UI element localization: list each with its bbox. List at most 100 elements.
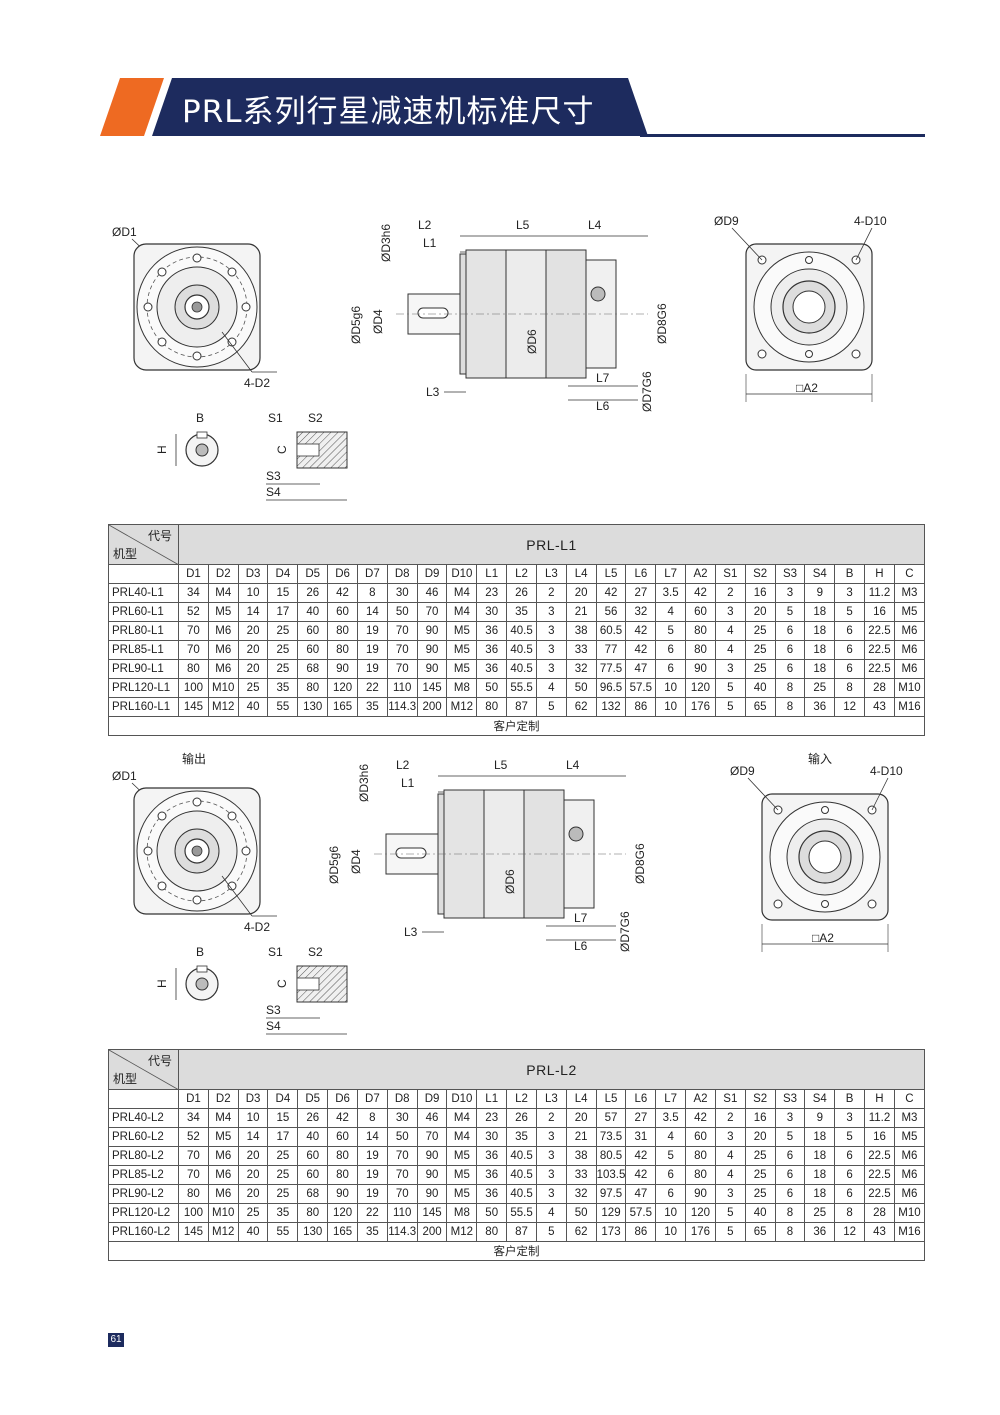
column-header: L2	[506, 1089, 537, 1109]
value-cell: 36	[476, 621, 508, 641]
value-cell: 4	[714, 640, 746, 660]
value-cell: 27	[625, 583, 657, 603]
label-d1: ØD1	[112, 225, 137, 239]
value-cell: 60	[327, 1127, 358, 1147]
value-cell: 23	[476, 583, 508, 603]
corner-header: 代号机型	[108, 1049, 180, 1091]
value-cell: 5	[774, 602, 806, 622]
column-header: D3	[237, 1089, 269, 1109]
value-cell: 25	[744, 640, 776, 660]
column-header: D10	[446, 1089, 478, 1109]
value-cell: 25	[267, 659, 299, 679]
value-cell: M5	[207, 602, 239, 622]
value-cell: 22	[356, 1203, 388, 1223]
value-cell: 25	[804, 1203, 836, 1223]
label-l1: L1	[401, 776, 415, 790]
model-cell: PRL160-L2	[108, 1222, 179, 1242]
value-cell: 8	[774, 1222, 806, 1242]
value-cell: 26	[297, 1108, 329, 1128]
label-d1: ØD1	[112, 769, 137, 783]
value-cell: 70	[386, 1165, 418, 1185]
value-cell: 6	[655, 659, 687, 679]
value-cell: 10	[237, 1108, 269, 1128]
value-cell: M3	[893, 1108, 926, 1128]
label-d8: ØD8G6	[655, 303, 669, 344]
value-cell: 60.5	[595, 621, 627, 641]
column-header: D4	[267, 564, 299, 584]
label-d2: 4-D2	[244, 376, 270, 390]
value-cell: 8	[774, 1203, 806, 1223]
value-cell: 18	[804, 659, 836, 679]
value-cell: M4	[446, 583, 478, 603]
column-header: D2	[207, 564, 239, 584]
value-cell: M16	[893, 1222, 926, 1242]
value-cell: 35	[267, 1203, 299, 1223]
value-cell: 25	[804, 678, 836, 698]
value-cell: 40.5	[506, 659, 537, 679]
value-cell: 77.5	[595, 659, 627, 679]
value-cell: 25	[267, 1184, 299, 1204]
value-cell: 3	[834, 583, 866, 603]
value-cell: 145	[416, 1203, 448, 1223]
value-cell: 173	[595, 1222, 627, 1242]
value-cell: 22.5	[864, 1165, 895, 1185]
label-l4: L4	[588, 218, 602, 232]
value-cell: 20	[744, 1127, 776, 1147]
value-cell: 40.5	[506, 1146, 537, 1166]
value-cell: 14	[237, 602, 269, 622]
value-cell: 15	[267, 1108, 299, 1128]
back-view-l1: ØD9 4-D10 □A2	[714, 212, 904, 416]
value-cell: 8	[356, 583, 388, 603]
value-cell: 31	[625, 1127, 657, 1147]
value-cell: 36	[476, 640, 508, 660]
value-cell: 90	[416, 640, 448, 660]
value-cell: 40	[744, 678, 776, 698]
label-l2: L2	[418, 218, 432, 232]
value-cell: 50	[386, 1127, 418, 1147]
model-cell: PRL120-L2	[108, 1203, 179, 1223]
value-cell: 62	[565, 1222, 597, 1242]
value-cell: M3	[893, 583, 926, 603]
value-cell: 77	[595, 640, 627, 660]
column-header: D3	[237, 564, 269, 584]
value-cell: 50	[476, 1203, 508, 1223]
label-s3: S3	[266, 469, 281, 483]
value-cell: M4	[446, 602, 478, 622]
value-cell: 18	[804, 621, 836, 641]
value-cell: 114.3	[386, 1222, 418, 1242]
value-cell: 50	[476, 678, 508, 698]
value-cell: 25	[237, 678, 269, 698]
value-cell: 40	[237, 697, 269, 717]
value-cell: 70	[386, 1184, 418, 1204]
value-cell: M6	[207, 640, 239, 660]
value-cell: M6	[893, 659, 926, 679]
value-cell: 35	[506, 602, 537, 622]
value-cell: M10	[893, 1203, 926, 1223]
column-header: S2	[744, 1089, 776, 1109]
output-caption: 输出	[182, 752, 207, 766]
value-cell: 42	[625, 621, 657, 641]
value-cell: M8	[446, 1203, 478, 1223]
value-cell: 80	[327, 1165, 358, 1185]
value-cell: 5	[714, 697, 746, 717]
blank-cell	[108, 564, 179, 584]
column-header: B	[834, 564, 866, 584]
model-cell: PRL120-L1	[108, 678, 179, 698]
value-cell: 23	[476, 1108, 508, 1128]
value-cell: 55	[267, 697, 299, 717]
column-header: D1	[178, 564, 209, 584]
value-cell: 18	[804, 1165, 836, 1185]
value-cell: 60	[297, 640, 329, 660]
label-d5: ØD5g6	[327, 846, 341, 884]
value-cell: 3.5	[655, 583, 687, 603]
model-label: 机型	[113, 547, 138, 561]
key-detail-l1: B H S1 S2 C S3 S4	[155, 410, 362, 514]
value-cell: 3	[714, 1127, 746, 1147]
value-cell: 32	[565, 659, 597, 679]
value-cell: 36	[476, 1146, 508, 1166]
value-cell: M5	[893, 1127, 926, 1147]
value-cell: 18	[804, 1184, 836, 1204]
value-cell: 38	[565, 621, 597, 641]
